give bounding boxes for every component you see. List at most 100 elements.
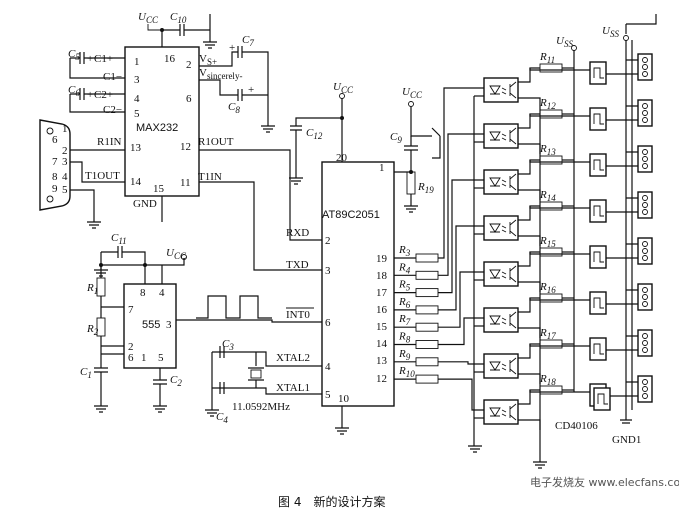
mcu-pin1: 1 [379,162,385,174]
series-resistor-label: R5 [398,279,411,293]
optocoupler [483,353,519,379]
terminal-hole [642,195,648,201]
terminal-hole [642,156,648,162]
terminal-hole [642,64,648,70]
inverter-wire [529,68,626,75]
series-resistor-sub: 8 [406,335,411,345]
schmitt-symbol [593,205,604,217]
mcu-xtal2-label: XTAL2 [276,352,310,364]
c11-label: C11 [111,232,127,246]
series-resistor [415,253,439,263]
opto-out-wire [518,113,540,129]
uss-terminal-2 [623,35,629,41]
inverter-wire [529,160,626,167]
c5-label: C5 [68,48,80,62]
opto-emitter-wire [518,373,541,384]
terminal-hole [642,347,648,353]
pullup-resistor [539,63,563,73]
output-terminal [637,283,653,311]
opto-transistor [509,311,517,329]
opto-out-wire [518,67,540,83]
output-terminal [637,145,653,173]
max232-body [124,46,200,197]
terminal-hole [642,149,648,155]
opto-drive-wire [438,87,484,259]
pullup-resistor [539,385,563,395]
opto-emitter-wire [518,281,541,292]
series-resistor-sub: 6 [406,300,411,310]
schmitt-symbol [593,343,604,355]
gnd-symbol-mid [533,461,547,469]
ucc-label-4: UCC [402,86,423,100]
db9-pin2: 2 [62,145,68,157]
terminal-hole [642,202,648,208]
series-resistor-label: R7 [398,313,411,327]
mcu-pin17: 17 [376,287,388,299]
max232-pin13: 13 [130,142,142,154]
mcu-pin6: 6 [325,317,331,329]
opto-out-wire [518,251,540,267]
max232-r1out-label: R1OUT [198,136,234,148]
cd40106-inverter: CD40106 GND1 [555,387,641,446]
mcu-pin2: 2 [325,235,331,247]
series-resistor-label: R3 [398,244,411,258]
max232-pin6: 6 [186,93,192,105]
top-bus [625,14,657,34]
pullup-resistor-sub: 14 [547,193,557,203]
schmitt-inverter [589,61,607,85]
pullup-resistor-sub: 18 [547,377,557,387]
mcu-body [321,161,395,407]
timer-pin6: 6 [128,352,134,364]
db9-pin6: 6 [52,134,58,146]
opto-drive-wire [438,361,484,365]
pullup-resistor-label: R18 [539,373,556,387]
opto-light [501,225,507,233]
c6-plus: + [87,89,93,101]
series-resistor-sub: 10 [406,369,416,379]
c4-label: C4 [216,411,228,425]
terminal-hole [642,333,648,339]
opto-drive-wire [438,317,484,346]
opto-transistor [509,81,517,99]
opto-emitter-wire [518,235,541,246]
mcu-at89c2051: AT89C2051 20 1 2 3 6 4 5 10 19 18 17 16 … [276,152,395,407]
inverter-wire [529,114,626,121]
output-terminal [637,53,653,81]
c7-plus: + [229,42,235,54]
series-resistor [415,374,439,384]
max232-pin3: 3 [134,74,140,86]
opto-transistor [509,357,517,375]
capacitor-c8: + C8 [199,79,275,133]
schmitt-symbol [593,251,604,263]
optocoupler [483,169,519,195]
opto-light [501,133,507,141]
pullup-resistor [539,247,563,257]
opto-transistor [509,173,517,191]
mcu-pin5: 5 [325,389,331,401]
schmitt-symbol [593,159,604,171]
terminal-hole [642,301,648,307]
db9-pin9: 9 [52,183,58,195]
opto-light [501,87,507,95]
max232-c1p-label: C1+ [94,53,113,65]
c5-plus: + [87,53,93,65]
cd40106-label: CD40106 [555,420,598,432]
timer-pin4: 4 [159,287,165,299]
crystal-freq: 11.0592MHz [232,401,290,413]
opto-emitter-wire [518,327,541,338]
pullup-resistor-label: R14 [539,189,556,203]
mcu-pin13: 13 [376,355,388,367]
mcu-pin4: 4 [325,361,331,373]
ucc-label-3: UCC [333,81,354,95]
max232-chip: MAX232 GND 1 3 4 5 13 14 15 16 2 6 12 11… [85,46,242,210]
reset-circuit: UCC C9 R19 [390,86,441,213]
db9-pin7: 7 [52,156,58,168]
output-terminal [637,237,653,265]
timer-pin1: 1 [141,352,147,364]
max232-pin12: 12 [180,141,191,153]
cd40106-body [593,387,611,411]
series-resistor-label: R8 [398,331,411,345]
schmitt-symbol [593,113,604,125]
pullup-resistor [539,109,563,119]
opto-emitter-wire [518,419,541,430]
